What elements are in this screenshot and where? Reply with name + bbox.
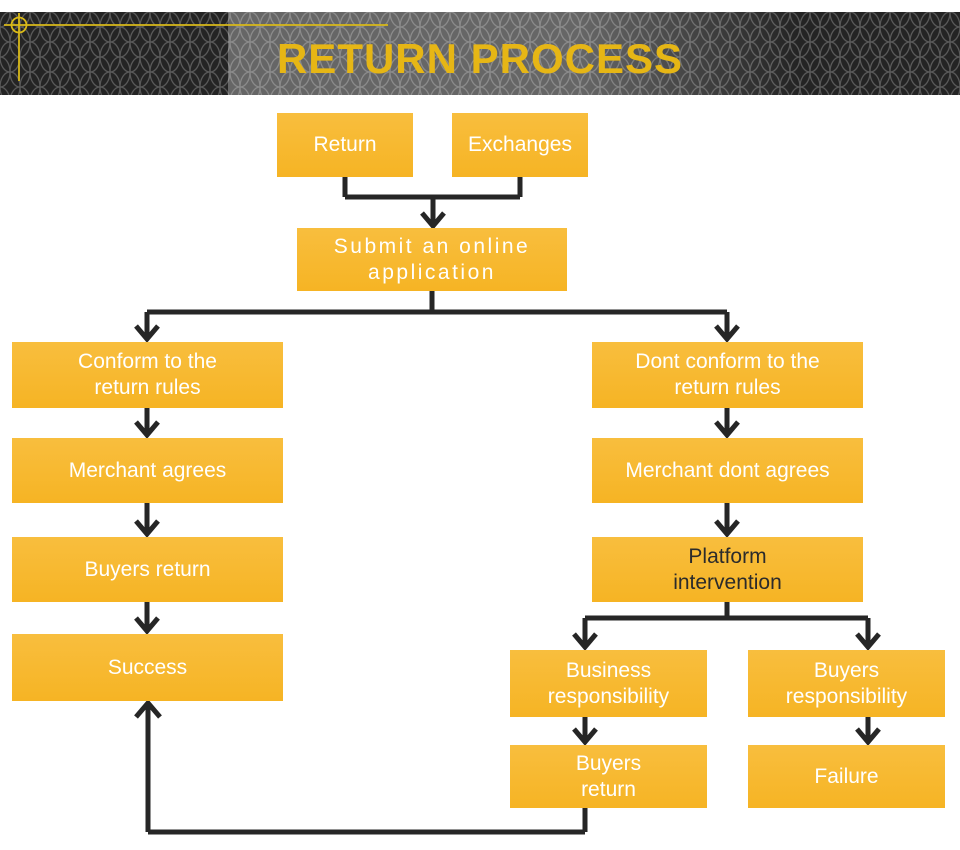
node-failure: Failure bbox=[748, 745, 945, 808]
node-merchant-dont-agrees: Merchant dont agrees bbox=[592, 438, 863, 503]
node-business-responsibility: Business responsibility bbox=[510, 650, 707, 717]
node-conform-rules: Conform to the return rules bbox=[12, 342, 283, 408]
node-buyers-return-2: Buyers return bbox=[510, 745, 707, 808]
node-platform-intervention: Platform intervention bbox=[592, 537, 863, 602]
header-banner: RETURN PROCESS bbox=[0, 12, 960, 95]
node-return: Return bbox=[277, 113, 413, 177]
node-merchant-agrees: Merchant agrees bbox=[12, 438, 283, 503]
page-title: RETURN PROCESS bbox=[276, 34, 684, 82]
node-buyers-responsibility: Buyers responsibility bbox=[748, 650, 945, 717]
node-buyers-return: Buyers return bbox=[12, 537, 283, 602]
node-dont-conform-rules: Dont conform to the return rules bbox=[592, 342, 863, 408]
node-success: Success bbox=[12, 634, 283, 701]
node-submit-application: Submit an online application bbox=[297, 228, 567, 291]
arrowhead-up bbox=[134, 699, 162, 719]
crosshair-icon bbox=[4, 13, 388, 81]
mesh-texture bbox=[0, 12, 960, 95]
node-exchanges: Exchanges bbox=[452, 113, 588, 177]
